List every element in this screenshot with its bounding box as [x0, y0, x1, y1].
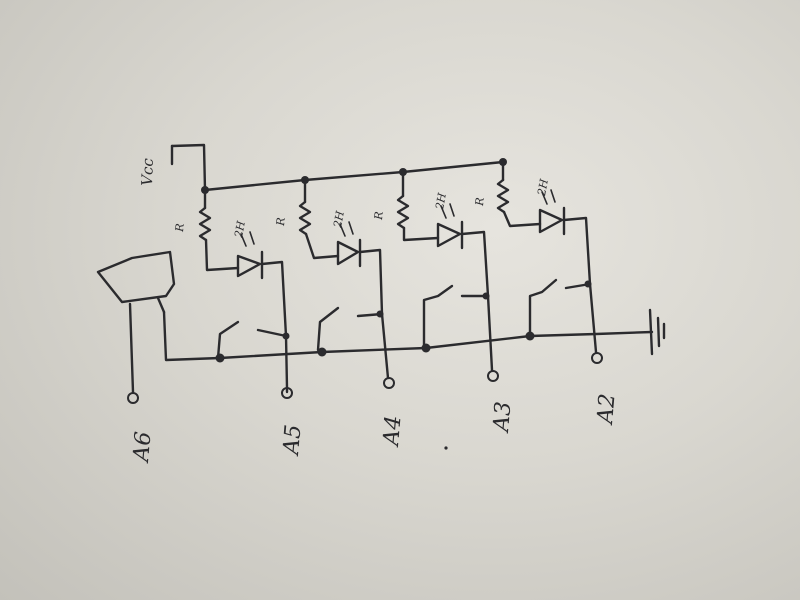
ground-symbol	[648, 308, 666, 356]
pin-a3-terminal	[487, 370, 499, 382]
led-1	[236, 254, 262, 278]
ground-rail	[162, 310, 654, 362]
vcc-terminal: Vcc	[138, 143, 207, 192]
switch-4	[528, 278, 558, 338]
pin-a2-label: A2	[593, 393, 621, 427]
buzzer-body	[96, 250, 176, 304]
led-4-arrows	[541, 189, 556, 205]
stray-mark	[444, 446, 448, 450]
pin-a6-label: A6	[129, 431, 157, 465]
resistor-3	[396, 194, 410, 230]
pin-a4-label: A4	[379, 415, 407, 449]
junction-dot	[421, 343, 431, 353]
branch-a5: R 2H	[173, 188, 290, 390]
led-3-arrows	[440, 203, 455, 219]
led-4	[538, 208, 564, 234]
pin-a4-terminal	[383, 377, 395, 389]
pin-a2-terminal	[591, 352, 603, 364]
led-2-arrows	[339, 221, 354, 237]
junction-dot	[317, 347, 327, 357]
led-3	[436, 222, 462, 248]
resistor-1-label: R	[173, 223, 187, 233]
resistor-4	[496, 178, 510, 214]
led-1-arrows	[240, 231, 255, 247]
vcc-wire	[170, 143, 207, 192]
branch-a2: R 2H	[473, 160, 598, 354]
resistor-3-label: R	[372, 211, 386, 221]
led-3-label: 2H	[433, 192, 449, 212]
vcc-label: Vcc	[138, 157, 157, 186]
led-4-label: 2H	[535, 178, 551, 198]
switch-2	[316, 306, 340, 352]
led-1-label: 2H	[232, 220, 248, 240]
pin-a3-label: A3	[489, 401, 517, 435]
resistor-1	[198, 206, 212, 242]
branch-a3: R 2H	[372, 170, 494, 372]
resistor-2	[298, 200, 312, 236]
pin-a6-terminal	[127, 392, 139, 404]
led-2-label: 2H	[331, 210, 347, 230]
buzzer-lead-2	[156, 296, 166, 314]
switch-1	[216, 320, 240, 360]
resistor-4-label: R	[473, 197, 487, 207]
pin-a5-terminal	[281, 387, 293, 399]
pin-a5-label: A5	[279, 424, 307, 458]
junction-dot	[215, 353, 225, 363]
buzzer-lead	[128, 302, 135, 394]
branch-a4: R 2H	[274, 178, 390, 380]
junction-dot	[525, 331, 535, 341]
led-2	[336, 240, 360, 266]
resistor-2-label: R	[274, 217, 288, 227]
switch-3	[422, 284, 454, 352]
buzzer	[96, 250, 176, 394]
vcc-rail	[203, 160, 505, 192]
